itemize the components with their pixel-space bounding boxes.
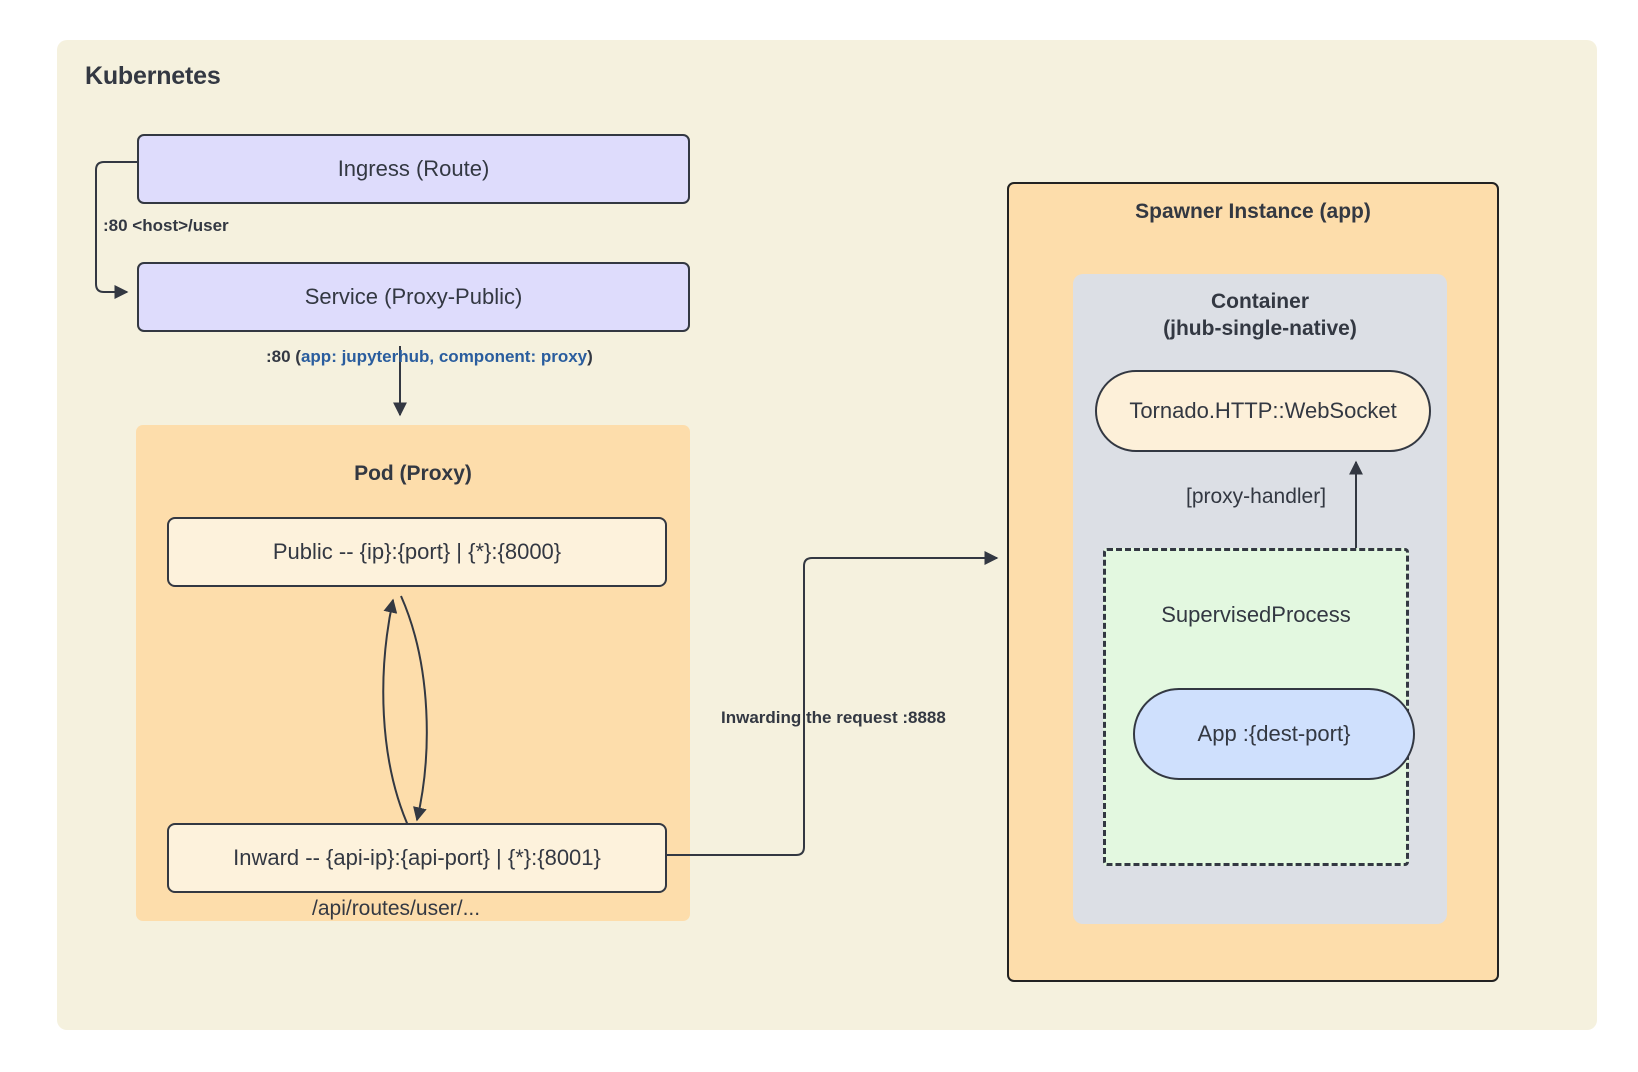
node-tornado-label: Tornado.HTTP::WebSocket xyxy=(1129,398,1397,424)
edge-label-close-paren: ) xyxy=(587,347,593,366)
edge-label-inward-spawner: Inwarding the request :8888 xyxy=(721,708,946,727)
edge-label-ingress-service: :80 <host>/user xyxy=(103,216,229,235)
container-title-line2: (jhub-single-native) xyxy=(1163,317,1357,341)
edge-label-proxy-handler: [proxy-handler] xyxy=(1186,485,1327,508)
node-app-destport[interactable]: App :{dest-port} xyxy=(1133,688,1415,780)
node-inward-endpoint[interactable]: Inward -- {api-ip}:{api-port} | {*}:{800… xyxy=(167,823,667,893)
node-public-label: Public -- {ip}:{port} | {*}:{8000} xyxy=(272,539,562,565)
node-inward-label: Inward -- {api-ip}:{api-port} | {*}:{800… xyxy=(233,845,601,871)
node-tornado-websocket[interactable]: Tornado.HTTP::WebSocket xyxy=(1095,370,1431,452)
node-service-label: Service (Proxy-Public) xyxy=(304,284,523,310)
supervised-process-label: SupervisedProcess xyxy=(1161,602,1351,627)
container-title: Container (jhub-single-native) xyxy=(1073,288,1447,343)
node-ingress-label: Ingress (Route) xyxy=(337,156,490,182)
node-ingress[interactable]: Ingress (Route) xyxy=(137,134,690,204)
node-service-proxy-public[interactable]: Service (Proxy-Public) xyxy=(137,262,690,332)
container-title-line1: Container xyxy=(1210,290,1309,313)
pod-proxy-title: Pod (Proxy) xyxy=(354,462,472,485)
api-routes-label: /api/routes/user/... xyxy=(312,897,481,920)
edge-label-service-pod: :80 (app: jupyterhub, component: proxy) xyxy=(266,347,593,367)
node-public-endpoint[interactable]: Public -- {ip}:{port} | {*}:{8000} xyxy=(167,517,667,587)
node-app-label: App :{dest-port} xyxy=(1197,721,1351,747)
edge-label-selector: app: jupyterhub, component: proxy xyxy=(300,347,588,366)
edge-label-port: :80 ( xyxy=(266,347,301,366)
kubernetes-cluster-title: Kubernetes xyxy=(85,62,221,90)
spawner-instance-title: Spawner Instance (app) xyxy=(1135,200,1371,223)
